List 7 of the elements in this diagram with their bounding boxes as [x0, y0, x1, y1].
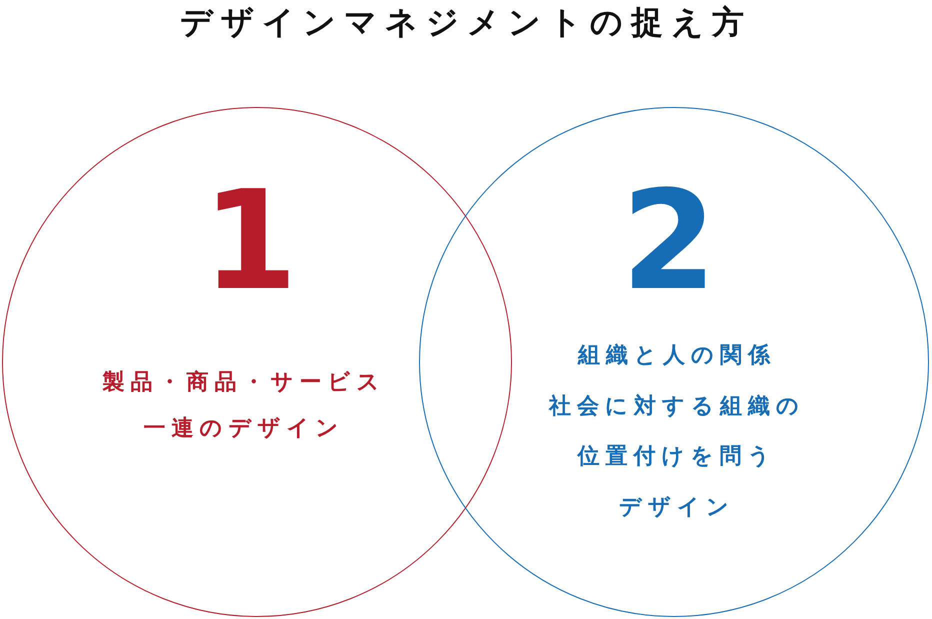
big-number: 1: [201, 173, 299, 310]
description-text: 製品・商品・サービス一連のデザイン: [102, 369, 386, 443]
venn-circle: [419, 107, 929, 617]
venn-circle: [2, 107, 512, 617]
description-text: 組織と人の関係社会に対する組織の位置付けを問うデザイン: [548, 342, 806, 522]
big-number: 2: [620, 173, 718, 310]
title: デザインマネジメントの捉え方: [179, 2, 753, 43]
